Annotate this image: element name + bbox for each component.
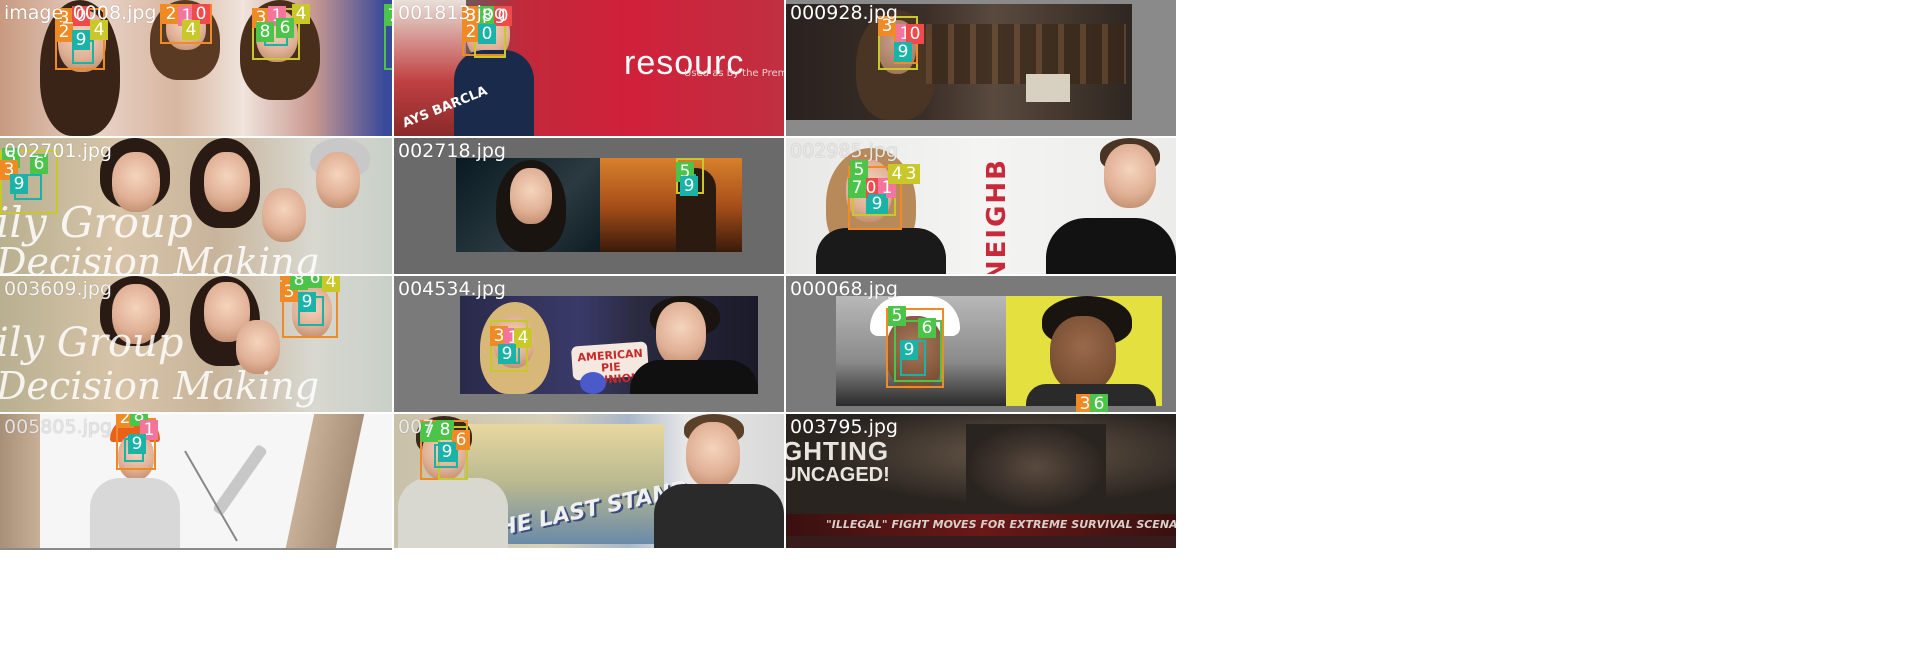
photo — [786, 4, 1132, 120]
filename-label: 003609.jpg — [4, 278, 112, 300]
detection-label: 9 — [128, 434, 146, 454]
detection-label: 6 — [1090, 394, 1108, 412]
detection-label: 0 — [906, 24, 924, 44]
detection-label: 9 — [10, 174, 28, 194]
thumbnail-tile[interactable]: AMERICAN PIE REUNION 004534.jpg 3 1 4 9 — [394, 276, 784, 412]
detection-label: 0 — [494, 6, 512, 26]
detection-label: 4 — [90, 20, 108, 40]
thumbnail-tile[interactable]: 000928.jpg 3 1 0 9 — [786, 0, 1176, 136]
detection-label: 7 — [420, 422, 438, 442]
detection-label: 5 — [850, 160, 868, 180]
detection-label: 0 — [862, 178, 880, 198]
detection-label: 4 — [888, 164, 906, 184]
thumbnail-tile[interactable]: image_0008.jpg 3 0 2 9 4 2 1 0 4 3 1 4 8… — [0, 0, 392, 136]
thumbnail-tile[interactable]: NEIGHB 002985.jpg 5 0 1 7 4 3 9 — [786, 138, 1176, 274]
detection-label: 6 — [452, 430, 470, 450]
detection-label: 9 — [868, 194, 886, 214]
filename-label: 007 — [398, 416, 435, 438]
detection-label: 2 — [462, 22, 480, 42]
detection-label: 9 — [438, 442, 456, 462]
thumbnail-tile[interactable]: 005805.jpg 2 8 1 9 — [0, 414, 392, 548]
detection-label: 4 — [292, 4, 310, 24]
thumbnail-tile[interactable]: GHTING UNCAGED! "ILLEGAL" FIGHT MOVES FO… — [786, 414, 1176, 548]
detection-label: 9 — [72, 30, 90, 50]
detection-label: 0 — [478, 24, 496, 44]
thumbnail-tile[interactable]: 002718.jpg 5 9 — [394, 138, 784, 274]
filename-label: 000068.jpg — [790, 278, 898, 300]
detection-label: 6 — [918, 318, 936, 338]
detection-label: 2 — [55, 22, 73, 42]
filename-label: 005805.jpg — [4, 416, 112, 438]
detection-label: 9 — [680, 176, 698, 196]
filename-label: 002701.jpg — [4, 140, 112, 162]
detection-label: 3 — [490, 326, 508, 346]
detection-label: 6 — [276, 18, 294, 38]
filename-label: image_0008.jpg — [4, 2, 157, 24]
filename-label: 004534.jpg — [398, 278, 506, 300]
detection-label: 6 — [306, 276, 324, 288]
detection-label: 2 — [116, 414, 134, 428]
detection-label: 6 — [30, 154, 48, 174]
detection-label: 9 — [498, 344, 516, 364]
detection-label: 8 — [436, 420, 454, 440]
detection-label: 4 — [182, 20, 200, 40]
thumbnail-tile[interactable]: resourc Used as by the Premiersh AYS BAR… — [394, 0, 784, 136]
detection-label: 7 — [384, 6, 392, 26]
detection-label: 0 — [72, 6, 90, 26]
thumbnail-tile[interactable]: ily Group Decision Making 002701.jpg 5 3… — [0, 138, 392, 274]
detection-label: 3 — [902, 164, 920, 184]
photo — [836, 296, 1162, 406]
filename-label: 001813.jpg — [398, 2, 506, 24]
detection-label: 4 — [322, 276, 340, 292]
sign-text: NEIGHB — [982, 158, 1012, 274]
detection-label: 3 — [1076, 394, 1094, 412]
detection-label: 3 — [878, 16, 896, 36]
photo — [456, 158, 742, 252]
poster-subtitle: UNCAGED! — [786, 464, 890, 486]
photo: ily Group Decision Making — [0, 138, 392, 274]
detection-label: 0 — [192, 4, 210, 24]
detection-label: 4 — [514, 328, 532, 348]
detection-label: 5 — [888, 306, 906, 326]
detection-label: 2 — [280, 276, 298, 280]
photo — [0, 414, 392, 548]
filename-label: 003795.jpg — [790, 416, 898, 438]
image-grid: image_0008.jpg 3 0 2 9 4 2 1 0 4 3 1 4 8… — [0, 0, 1176, 550]
detection-label: 8 — [256, 22, 274, 42]
detection-label: 8 — [290, 276, 308, 290]
overlay-text-line1: ily Group — [0, 198, 193, 247]
detection-label: 3 — [462, 6, 480, 26]
poster-title: GHTING — [786, 436, 890, 466]
detection-label: 9 — [900, 340, 918, 360]
detection-label: 2 — [162, 4, 180, 24]
thumbnail-tile[interactable]: THE LAST STAND 007 7 8 6 9 — [394, 414, 784, 548]
detection-label: 9 — [894, 42, 912, 62]
overlay-text-line1: ily Group — [0, 320, 184, 366]
detection-label: 9 — [298, 292, 316, 312]
poster-tagline: "ILLEGAL" FIGHT MOVES FOR EXTREME SURVIV… — [826, 518, 1176, 531]
filename-label: 002718.jpg — [398, 140, 506, 162]
photo: GHTING UNCAGED! "ILLEGAL" FIGHT MOVES FO… — [786, 414, 1176, 548]
overlay-text-line2: Decision Making — [0, 364, 320, 408]
filename-label: 000928.jpg — [790, 2, 898, 24]
divider — [0, 548, 392, 550]
thumbnail-tile[interactable]: 000068.jpg 5 6 9 3 6 — [786, 276, 1176, 412]
banner-subtext: Used as by the Premiersh — [684, 68, 784, 79]
detection-label: 7 — [848, 178, 866, 198]
thumbnail-tile[interactable]: ily Group Decision Making 003609.jpg 2 3… — [0, 276, 392, 412]
banner-text: resourc — [624, 44, 745, 82]
overlay-text-line2: Decision Making — [0, 240, 320, 274]
detection-label: 8 — [478, 6, 496, 26]
photo: resourc Used as by the Premiersh AYS BAR… — [394, 0, 784, 136]
filename-label: 002985.jpg — [790, 140, 898, 162]
